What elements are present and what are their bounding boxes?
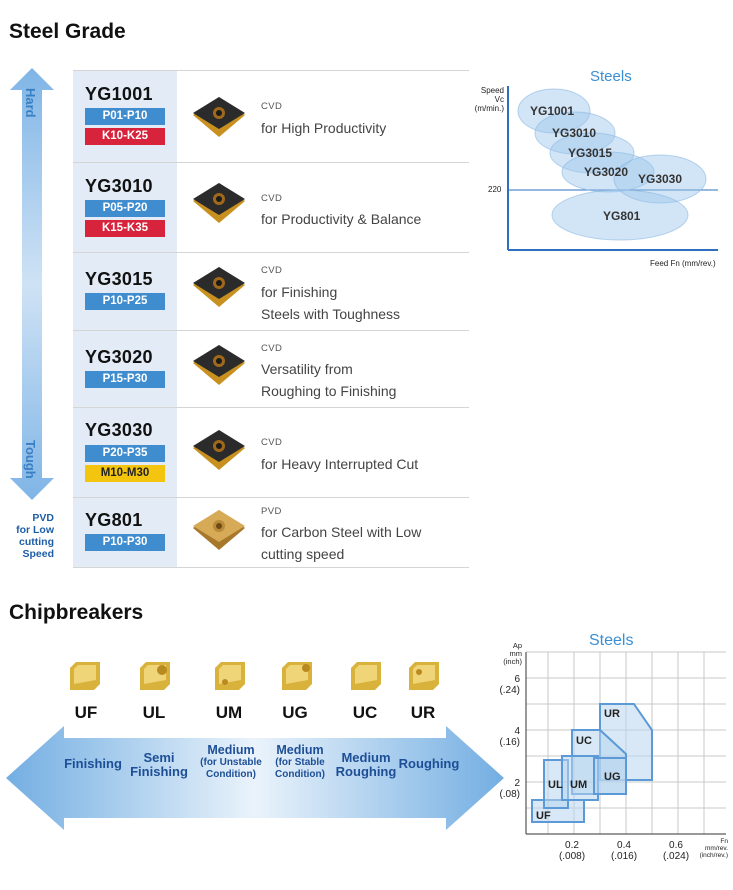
xtick: 0.2(.008)	[558, 840, 586, 862]
chip-chart: Steels Ap mm (inch) 6(.24) 4(.16) 2(.08)…	[494, 630, 730, 870]
region-label: UR	[604, 708, 620, 720]
ellipse-label: YG3015	[568, 146, 612, 160]
hard-label: Hard	[23, 88, 38, 118]
steel-chart-title: Steels	[590, 68, 632, 85]
chipbreaker-code-uc: UC	[352, 703, 378, 722]
iso-badge: P10-P30	[85, 534, 165, 551]
chip-chart-xlabel: Fn mm/rev. (inch/rev.)	[699, 838, 728, 859]
region-label: UM	[570, 779, 587, 791]
grade-name: YG3030	[85, 420, 153, 440]
grade-description: for Productivity & Balance	[261, 211, 422, 227]
steel-chart-ref-label: 220	[488, 185, 502, 194]
steel-chart-ylabel: Speed Vc (m/min.)	[474, 86, 504, 113]
dark-insert-icon	[193, 97, 245, 137]
iso-badge: M10-M30	[85, 465, 165, 482]
arrow-label-finishing: Finishing	[64, 756, 122, 771]
grade-description: Roughing to Finishing	[261, 383, 397, 399]
steel-chart-xlabel: Feed Fn (mm/rev.)	[650, 259, 716, 268]
grade-row-yg3010: YG3010 P05-P20 K15-K35 CVD for Productiv…	[73, 162, 469, 252]
coating-label: CVD	[261, 193, 283, 204]
iso-badge: K10-K25	[85, 128, 165, 145]
coating-label: CVD	[261, 101, 283, 112]
grade-row-yg1001: YG1001 P01-P10 K10-K25 CVD for High Prod…	[73, 70, 469, 162]
chipbreaker-ug-icon	[282, 662, 312, 690]
gold-insert-icon	[193, 510, 245, 550]
grade-name: YG3015	[85, 269, 153, 289]
chip-chart-title: Steels	[589, 632, 634, 649]
chipbreaker-code-ur: UR	[410, 703, 436, 722]
grade-description: Versatility from	[261, 361, 353, 377]
ytick: 4(.16)	[499, 726, 520, 748]
steel-chart-plot: YG1001 YG3010 YG3015 YG3020 YG3030 YG801	[507, 86, 718, 251]
grade-description: for Carbon Steel with Low	[261, 524, 422, 540]
iso-badge: P15-P30	[85, 371, 165, 388]
dark-insert-icon	[193, 183, 245, 223]
iso-badge: P10-P25	[85, 293, 165, 310]
chipbreaker-code-ul: UL	[142, 703, 166, 722]
grade-description: cutting speed	[261, 546, 345, 562]
steel-grade-title: Steel Grade	[9, 20, 126, 43]
pvd-label: PVD for Low cutting Speed	[16, 512, 54, 560]
coating-label: CVD	[261, 437, 283, 448]
ellipse-label: YG3030	[638, 172, 682, 186]
grade-description: for Finishing	[261, 284, 338, 300]
arrow-label-medium-stable: Medium (for Stable Condition)	[275, 743, 325, 780]
ellipse-label: YG3020	[584, 165, 628, 179]
grade-row-yg3030: YG3030 P20-P35 M10-M30 CVD for Heavy Int…	[73, 407, 469, 497]
iso-badge: P01-P10	[85, 108, 165, 125]
grade-row-yg3015: YG3015 P10-P25 CVD for Finishing Steels …	[73, 252, 469, 330]
ytick: 6(.24)	[499, 674, 520, 696]
chipbreakers-title: Chipbreakers	[9, 601, 144, 624]
region-label: UL	[548, 779, 563, 791]
finishing-roughing-arrow	[6, 726, 504, 830]
ellipse-label: YG3010	[552, 126, 596, 140]
grade-description: Steels with Toughness	[261, 306, 401, 322]
grade-row-yg801: YG801 P10-P30 PVD for Carbon Steel with …	[73, 497, 469, 568]
coating-label: CVD	[261, 265, 283, 276]
ellipse-label: YG1001	[530, 104, 574, 118]
grade-cell	[73, 331, 177, 407]
grade-name: YG3010	[85, 176, 153, 196]
chipbreaker-uf-icon	[70, 662, 100, 690]
chipbreaker-code-um: UM	[215, 703, 243, 722]
xtick: 0.4(.016)	[610, 840, 638, 862]
hard-tough-arrow	[10, 68, 54, 500]
steel-chart: Steels Speed Vc (m/min.) 220 Feed Fn (mm…	[470, 66, 720, 276]
coating-label: PVD	[261, 506, 282, 517]
iso-badge: K15-K35	[85, 220, 165, 237]
grade-cell	[73, 253, 177, 330]
arrow-label-medium-roughing: Medium Roughing	[335, 750, 397, 779]
arrow-label-semi-finishing: Semi Finishing	[130, 750, 188, 779]
grade-cell	[73, 498, 177, 567]
dark-insert-icon	[193, 430, 245, 470]
grade-name: YG801	[85, 510, 143, 530]
xtick: 0.6(.024)	[662, 840, 690, 862]
grade-description: for Heavy Interrupted Cut	[261, 456, 419, 472]
chipbreaker-um-icon	[215, 662, 245, 690]
arrow-label-roughing: Roughing	[398, 756, 460, 771]
grade-row-yg3020: YG3020 P15-P30 CVD Versatility from Roug…	[73, 330, 469, 407]
iso-badge: P20-P35	[85, 445, 165, 462]
region-label: UF	[536, 810, 551, 822]
chip-chart-plot: UF UL UM UG UC UR	[525, 651, 726, 835]
region-label: UG	[604, 771, 621, 783]
grade-name: YG3020	[85, 347, 153, 367]
ellipse-label: YG801	[603, 209, 641, 223]
dark-insert-icon	[193, 345, 245, 385]
tough-label: Tough	[23, 440, 38, 479]
ytick: 2(.08)	[499, 778, 520, 800]
chipbreaker-ul-icon	[140, 662, 170, 690]
region-label: UC	[576, 735, 592, 747]
arrow-label-medium-unstable: Medium (for Unstable Condition)	[200, 743, 262, 780]
coating-label: CVD	[261, 343, 283, 354]
chipbreaker-ur-icon	[409, 662, 439, 690]
chipbreaker-code-ug: UG	[282, 703, 308, 722]
grade-description: for High Productivity	[261, 120, 387, 136]
grade-name: YG1001	[85, 84, 153, 104]
iso-badge: P05-P20	[85, 200, 165, 217]
dark-insert-icon	[193, 267, 245, 307]
chip-chart-ylabel: Ap mm (inch)	[503, 641, 522, 666]
chipbreaker-code-uf: UF	[74, 703, 98, 722]
chipbreaker-uc-icon	[351, 662, 381, 690]
